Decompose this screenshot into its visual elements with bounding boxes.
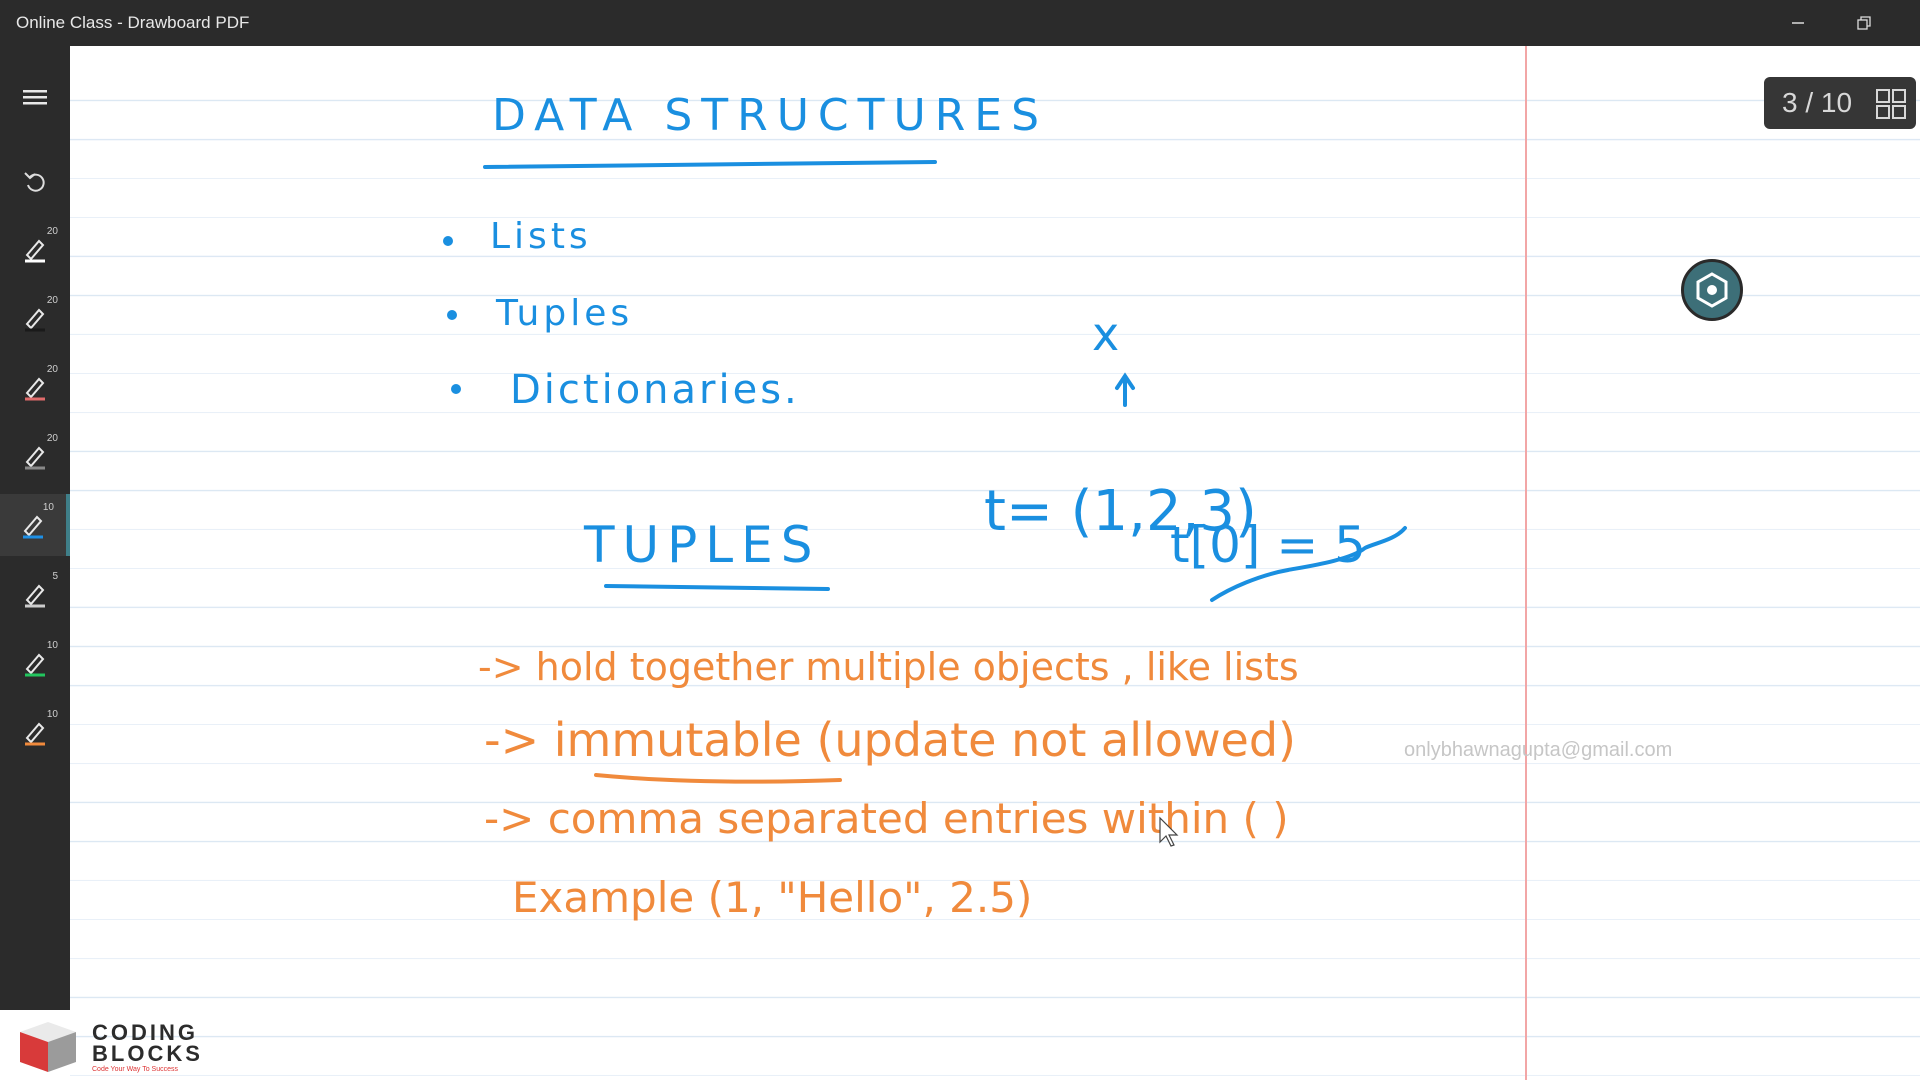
heading-tuples: TUPLES <box>583 516 820 574</box>
note-point-2: -> immutable (update not allowed) <box>484 713 1296 767</box>
pen-icon <box>25 446 45 470</box>
pen-icon <box>25 239 45 263</box>
pen-tool-7[interactable]: 10 <box>0 632 70 694</box>
notebook-page[interactable] <box>70 46 1920 1080</box>
variable-x: x <box>1092 307 1119 361</box>
index-assignment: t[0] = 5 <box>1170 516 1366 574</box>
pen-size-label: 10 <box>46 709 58 720</box>
pen-size-label: 20 <box>46 433 58 444</box>
pen-tool-2[interactable]: 20 <box>0 287 70 349</box>
restore-button[interactable] <box>1834 0 1894 46</box>
window-title: Online Class - Drawboard PDF <box>16 13 250 32</box>
note-point-4: Example (1, "Hello", 2.5) <box>512 873 1032 922</box>
tool-sidebar: 20 20 20 20 10 5 10 10 <box>0 46 70 1010</box>
pen-tool-3[interactable]: 20 <box>0 356 70 418</box>
logo-line2: BLOCKS <box>92 1041 203 1066</box>
pen-tool-6[interactable]: 5 <box>0 563 70 625</box>
page-indicator[interactable]: 3 / 10 <box>1764 77 1916 129</box>
tuple-assignment: t= (1,2,3) <box>984 479 1257 544</box>
minimize-icon <box>1792 22 1804 24</box>
undo-button[interactable] <box>0 150 70 212</box>
grid-view-icon[interactable] <box>1876 89 1906 119</box>
immutable-underline <box>594 773 842 784</box>
arrow-up <box>1115 372 1135 407</box>
pen-size-label: 10 <box>42 502 54 513</box>
heading-data-structures: DATA STRUCTURES <box>492 90 1048 141</box>
pen-icon <box>25 377 45 401</box>
bullet-dictionaries: Dictionaries. <box>510 367 800 413</box>
pen-tool-1[interactable]: 20 <box>0 218 70 280</box>
pen-tool-5[interactable]: 10 <box>0 494 70 556</box>
bullet-tuples: Tuples <box>495 293 633 334</box>
navigate-button[interactable] <box>1681 259 1743 321</box>
navigate-icon <box>1696 272 1728 308</box>
note-point-3: -> comma separated entries within ( ) <box>484 794 1289 843</box>
restore-icon <box>1857 16 1871 30</box>
cube-logo-icon <box>20 1022 76 1072</box>
pen-icon <box>25 653 45 677</box>
page-number: 3 / 10 <box>1782 87 1853 118</box>
pen-tool-4[interactable]: 20 <box>0 425 70 487</box>
undo-icon <box>24 172 45 192</box>
pen-icon <box>25 722 45 746</box>
pen-size-label: 5 <box>52 571 58 582</box>
pen-size-label: 20 <box>46 364 58 375</box>
coding-blocks-logo: CODING BLOCKS Code Your Way To Success <box>8 1014 200 1076</box>
hamburger-icon <box>23 90 47 105</box>
page-margin-line <box>1525 46 1527 1080</box>
pen-size-label: 20 <box>46 295 58 306</box>
squiggle-underline <box>1210 526 1407 602</box>
pen-icon <box>23 515 43 539</box>
minimize-button[interactable] <box>1768 0 1828 46</box>
mouse-cursor-icon <box>1159 816 1179 847</box>
pen-icon <box>25 308 45 332</box>
note-point-1: -> hold together multiple objects , like… <box>478 645 1299 689</box>
bullet-lists: Lists <box>490 216 592 257</box>
email-watermark: onlybhawnagupta@gmail.com <box>1404 739 1673 761</box>
logo-line1: CODING <box>92 1020 198 1045</box>
pen-size-label: 20 <box>46 226 58 237</box>
heading2-underline <box>604 584 830 591</box>
pen-size-label: 10 <box>46 640 58 651</box>
pen-tool-8[interactable]: 10 <box>0 701 70 763</box>
logo-tagline: Code Your Way To Success <box>92 1066 178 1073</box>
menu-button[interactable] <box>0 66 70 128</box>
pen-icon <box>25 584 45 608</box>
heading1-underline <box>483 160 937 169</box>
title-bar: Online Class - Drawboard PDF <box>0 0 1920 46</box>
